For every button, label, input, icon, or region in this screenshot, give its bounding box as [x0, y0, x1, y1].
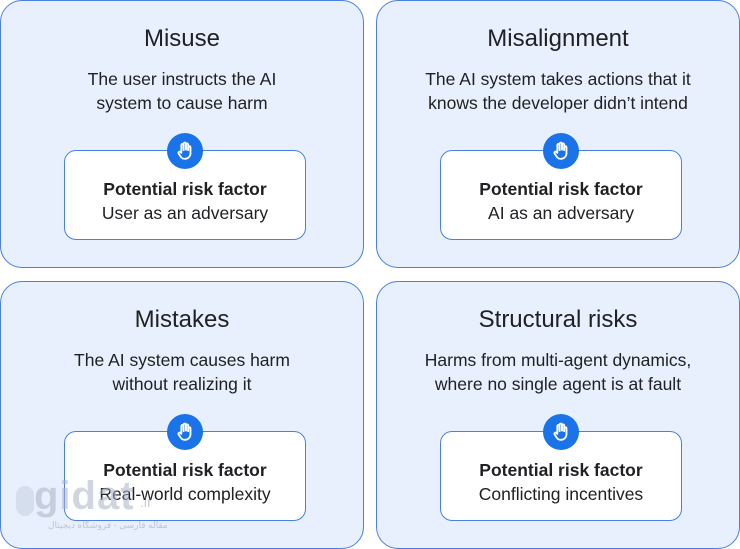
watermark-text: gidat [34, 474, 135, 518]
hand-icon [543, 414, 579, 450]
risk-factor-box: Potential risk factor Conflicting incent… [440, 431, 682, 521]
risk-factor-value: Real-world complexity [99, 484, 271, 504]
risk-factor-value: Conflicting incentives [478, 484, 644, 504]
description-line: The AI system causes harm [74, 350, 290, 370]
structural-risks-card: Structural risks Harms from multi-agent … [376, 281, 740, 549]
risk-factor-value: User as an adversary [101, 203, 269, 223]
mistakes-card: Mistakes The AI system causes harm witho… [0, 281, 364, 549]
risk-factor-heading: Potential risk factor [103, 460, 267, 480]
description-line: system to cause harm [96, 93, 268, 113]
card-title: Misuse [143, 25, 221, 52]
hand-icon [167, 133, 203, 169]
description-line: Harms from multi-agent dynamics, [424, 350, 692, 370]
watermark-logo: gidat .ir مقاله فارسی - فروشگاه دیجیتال [12, 474, 182, 536]
card-title: Misalignment [487, 25, 629, 52]
card-description: The AI system causes harm without realiz… [11, 348, 353, 396]
card-description: The user instructs the AI system to caus… [11, 67, 353, 115]
description-line: The user instructs the AI [87, 69, 277, 89]
description-line: The AI system takes actions that it [425, 69, 691, 89]
risk-factor-heading: Potential risk factor [479, 179, 643, 199]
card-description: Harms from multi-agent dynamics, where n… [387, 348, 729, 396]
risk-factor-value: AI as an adversary [488, 203, 634, 223]
description-line: where no single agent is at fault [434, 374, 682, 394]
card-title: Structural risks [478, 306, 638, 333]
risk-factor-heading: Potential risk factor [103, 179, 267, 199]
hand-icon [543, 133, 579, 169]
description-line: knows the developer didn’t intend [428, 93, 688, 113]
watermark-domain: .ir [140, 494, 152, 510]
watermark-tagline: مقاله فارسی - فروشگاه دیجیتال [48, 520, 168, 530]
card-description: The AI system takes actions that it know… [387, 67, 729, 115]
misalignment-card: Misalignment The AI system takes actions… [376, 0, 740, 268]
watermark-mark [16, 486, 34, 516]
card-title: Mistakes [134, 306, 230, 333]
risk-factor-heading: Potential risk factor [479, 460, 643, 480]
misuse-card: Misuse The user instructs the AI system … [0, 0, 364, 268]
hand-icon [167, 414, 203, 450]
description-line: without realizing it [112, 374, 252, 394]
